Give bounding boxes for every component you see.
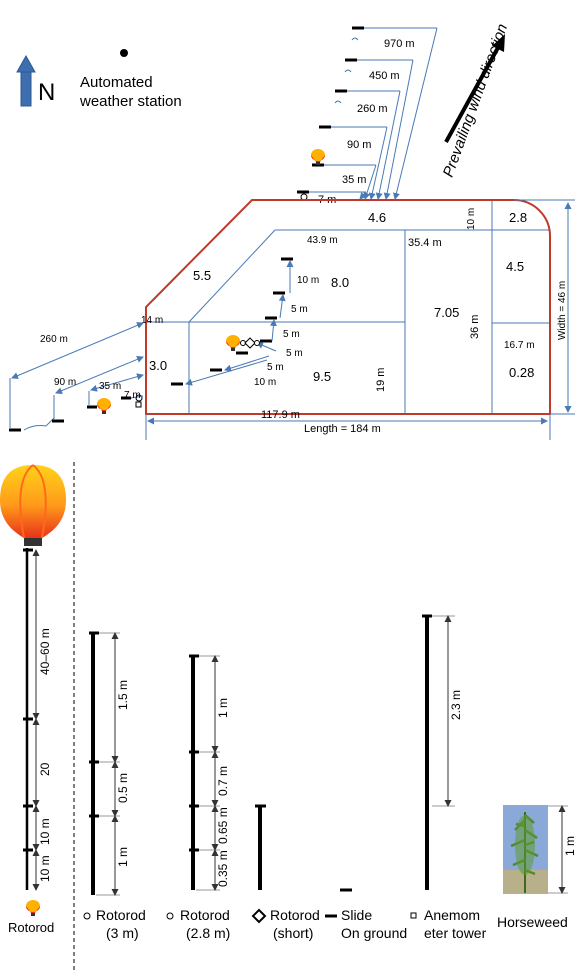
inner-distance-10-b: 10 m	[254, 377, 276, 388]
rotorod-2-8m-seg-0-65: 0.65 m	[216, 807, 230, 844]
rotorod-3m-seg-0-5: 0.5 m	[116, 773, 130, 803]
balloon-seg-40-60: 40–60 m	[38, 628, 52, 675]
rotorod-3m-pole	[89, 631, 120, 896]
plot-value-3-0: 3.0	[149, 358, 167, 373]
inner-distance-5-c: 5 m	[286, 348, 303, 359]
field-plot-lines	[146, 200, 550, 414]
horseweed-seg-1: 1 m	[563, 836, 577, 856]
rotorod-3m-seg-1-5: 1.5 m	[116, 680, 130, 710]
anemometer-label-1: Anemom	[424, 907, 480, 923]
rotorod-3m-label-1: Rotorod	[96, 907, 146, 923]
width-label: Width = 46 m	[557, 281, 568, 340]
west-distance-260: 260 m	[40, 334, 68, 345]
rotorod-circle-icon	[83, 912, 91, 920]
slide-label-1: Slide	[341, 907, 372, 923]
north-distance-970: 970 m	[384, 38, 415, 50]
anemometer-tower-pole	[422, 614, 455, 890]
north-arrow-icon	[16, 54, 36, 107]
rotorod-2-8m-label-1: Rotorod	[180, 907, 230, 923]
plot-value-9-5: 9.5	[313, 369, 331, 384]
wind-direction-arrow	[444, 34, 505, 143]
horseweed-image	[503, 805, 548, 894]
balloon-seg-10-b: 10 m	[38, 855, 52, 882]
plot-value-2-8: 2.8	[509, 210, 527, 225]
rotorod-3m-seg-1: 1 m	[116, 847, 130, 867]
rotorod-short-label-2: (short)	[273, 925, 313, 941]
anemometer-seg-2-3: 2.3 m	[449, 690, 463, 720]
horseweed-label: Horseweed	[497, 914, 568, 930]
west-distance-7: 7 m	[124, 390, 141, 401]
dim-36: 36 m	[469, 315, 481, 339]
balloon-seg-10-a: 10 m	[38, 818, 52, 845]
north-distance-35: 35 m	[342, 174, 366, 186]
plot-value-4-6: 4.6	[368, 210, 386, 225]
north-label: N	[38, 79, 55, 106]
inner-transect	[171, 257, 294, 386]
anemometer-square-icon	[410, 912, 417, 919]
plot-value-0-28: 0.28	[509, 365, 534, 380]
north-distance-90: 90 m	[347, 139, 371, 151]
north-distance-450: 450 m	[369, 70, 400, 82]
rotorod-short-pole	[255, 804, 266, 890]
inner-distance-5-b: 5 m	[283, 329, 300, 340]
north-distance-260: 260 m	[357, 103, 388, 115]
balloon-seg-20: 20	[38, 762, 52, 776]
inner-distance-5-a: 5 m	[291, 304, 308, 315]
horseweed-height-arrow	[548, 805, 568, 894]
plot-value-7-05: 7.05	[434, 305, 459, 320]
balloon-pole	[23, 548, 40, 891]
length-label: Length = 184 m	[304, 423, 381, 435]
plot-value-8-0: 8.0	[331, 275, 349, 290]
dim-19: 19 m	[375, 368, 387, 392]
dim-117-9: 117.9 m	[261, 409, 300, 421]
rotorod-2-8m-pole	[189, 654, 220, 891]
plot-value-4-5: 4.5	[506, 259, 524, 274]
slide-label-2: On ground	[341, 925, 407, 941]
west-distance-90: 90 m	[54, 377, 76, 388]
dim-14: 14 m	[141, 315, 163, 326]
dim-43-9: 43.9 m	[307, 235, 338, 246]
anemometer-label-2: eter tower	[424, 925, 487, 941]
inner-distance-5-d: 5 m	[267, 362, 284, 373]
west-transect	[9, 322, 144, 432]
legend-rotorod-label: Rotorod	[8, 920, 54, 935]
balloon-large-icon	[0, 464, 66, 546]
dim-35-4: 35.4 m	[408, 237, 442, 249]
rotorod-2-8m-seg-0-35: 0.35 m	[216, 850, 230, 887]
field-border	[145, 199, 551, 415]
dim-16-7: 16.7 m	[504, 340, 535, 351]
rotorod-circle-icon-2	[166, 912, 174, 920]
rotorod-2-8m-label-2: (2.8 m)	[186, 925, 230, 941]
dim-10: 10 m	[466, 208, 477, 230]
rotorod-short-label-1: Rotorod	[270, 907, 320, 923]
wind-direction-label: Prevailing wind direction	[440, 22, 511, 180]
west-distance-35: 35 m	[99, 381, 121, 392]
balloon-icon	[311, 149, 325, 165]
rotorod-3m-label-2: (3 m)	[106, 925, 139, 941]
rotorod-2-8m-seg-1: 1 m	[216, 698, 230, 718]
inner-distance-10-a: 10 m	[297, 275, 319, 286]
plot-value-5-5: 5.5	[193, 268, 211, 283]
weather-station-label-line2: weather station	[79, 93, 182, 110]
rotorod-2-8m-seg-0-7: 0.7 m	[216, 766, 230, 796]
rotorod-short-diamond-icon	[251, 908, 267, 924]
rotorod-balloon-icon	[26, 900, 40, 916]
north-transect	[297, 26, 438, 201]
weather-station-label-line1: Automated	[80, 74, 153, 91]
weather-station-icon	[120, 49, 128, 57]
